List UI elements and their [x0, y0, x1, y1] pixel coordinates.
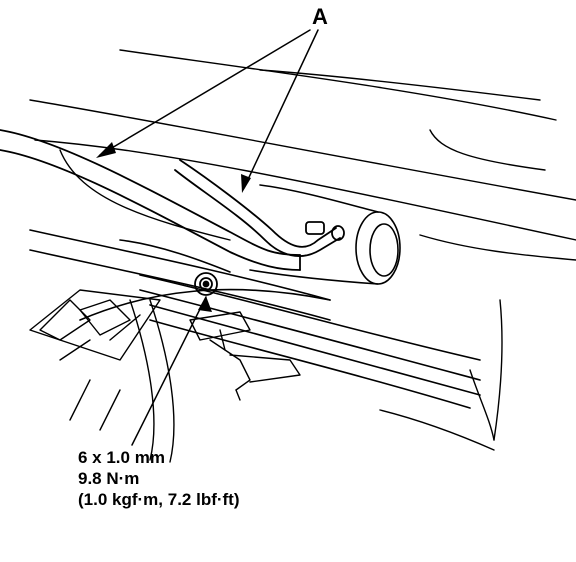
- torque-spec: 6 x 1.0 mm 9.8 N·m (1.0 kgf·m, 7.2 lbf·f…: [78, 447, 240, 510]
- torque-value: 9.8 N·m: [78, 469, 140, 488]
- arrowhead-a1: [96, 142, 116, 158]
- frame-member: [29, 229, 481, 409]
- arrowhead-a2: [241, 174, 251, 193]
- leader-arrowheads: [96, 142, 251, 312]
- mounting-bolt: [194, 272, 218, 296]
- torque-alt-units: (1.0 kgf·m, 7.2 lbf·ft): [78, 490, 240, 509]
- arrowhead-bolt: [198, 296, 212, 312]
- callout-label-a: A: [312, 4, 328, 29]
- suspension-arm: [29, 289, 175, 463]
- canister: [249, 184, 401, 285]
- callout-leaders: [99, 29, 319, 446]
- body-panel-outline: [29, 49, 576, 451]
- bracket-detail: [189, 311, 301, 401]
- pipe-a: [0, 129, 345, 271]
- bolt-size: 6 x 1.0 mm: [78, 448, 165, 467]
